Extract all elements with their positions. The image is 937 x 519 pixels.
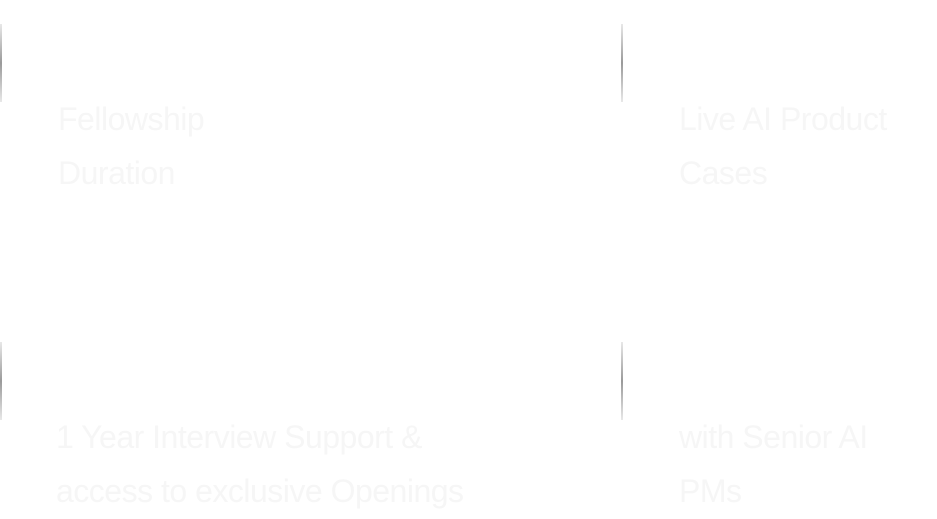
card-accent-bar xyxy=(621,24,623,102)
stat-label: Fellowship Duration xyxy=(58,101,205,191)
stat-label: with Senior AI PMs xyxy=(679,419,868,509)
stat-card-interview-support: 1 Year Interview Support & access to exc… xyxy=(0,300,600,519)
stat-card-mentors: with Senior AI PMs xyxy=(621,300,937,519)
card-accent-bar xyxy=(0,342,2,420)
stat-card-fellowship: Fellowship Duration xyxy=(0,0,600,260)
card-accent-bar xyxy=(0,24,2,102)
card-accent-bar xyxy=(621,342,623,420)
stat-label: Live AI Product Cases xyxy=(679,101,887,191)
stat-card-cases: Live AI Product Cases xyxy=(621,0,937,260)
stat-label: 1 Year Interview Support & access to exc… xyxy=(56,419,464,509)
